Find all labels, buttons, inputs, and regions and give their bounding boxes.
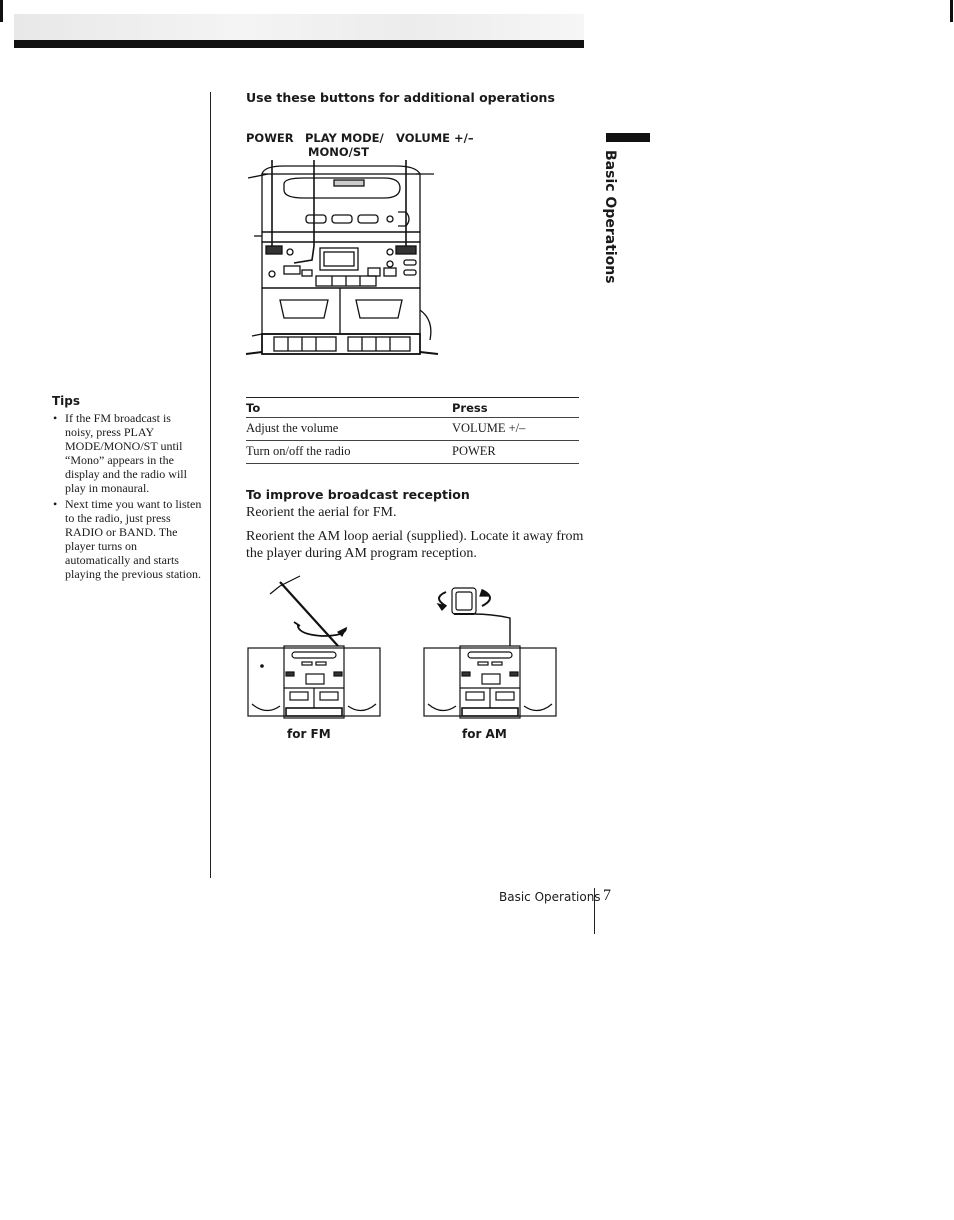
table-cell-action: Adjust the volume xyxy=(246,417,452,441)
header-rule xyxy=(14,40,584,48)
tips-list: If the FM broadcast is noisy, press PLAY… xyxy=(52,411,202,583)
fm-aerial-illustration xyxy=(247,575,381,719)
side-tab-label: Basic Operations xyxy=(596,150,626,284)
table-cell-button: VOLUME +/– xyxy=(452,417,579,441)
improve-fm-text: Reorient the aerial for FM. xyxy=(246,505,397,520)
section-tab-marker xyxy=(606,133,650,142)
stereo-unit-illustration xyxy=(245,160,439,355)
column-divider xyxy=(210,92,211,878)
table-row: Turn on/off the radio POWER xyxy=(246,440,579,464)
fm-caption: for FM xyxy=(287,727,331,741)
table-cell-button: POWER xyxy=(452,440,579,464)
play-mode-label-line1: PLAY MODE/ xyxy=(305,131,384,145)
header-band xyxy=(14,14,584,40)
tip-item: Next time you want to listen to the radi… xyxy=(52,497,202,581)
table-header-row: To Press xyxy=(246,397,579,418)
power-label: POWER xyxy=(246,131,294,145)
page-edge-mark-right xyxy=(950,0,953,22)
footer-rule xyxy=(594,888,595,934)
table-header-press: Press xyxy=(452,397,579,418)
page-number: 7 xyxy=(603,887,611,904)
section-heading: Use these buttons for additional operati… xyxy=(246,90,555,105)
table-row: Adjust the volume VOLUME +/– xyxy=(246,417,579,441)
am-caption: for AM xyxy=(462,727,507,741)
play-mode-label-line2: MONO/ST xyxy=(308,145,369,159)
tips-title: Tips xyxy=(52,394,81,408)
improve-reception-heading: To improve broadcast reception xyxy=(246,487,470,502)
play-mode-label: PLAY MODE/ MONO/ST xyxy=(305,131,384,159)
improve-am-text: Reorient the AM loop aerial (supplied). … xyxy=(246,529,584,561)
tip-item: If the FM broadcast is noisy, press PLAY… xyxy=(52,411,202,495)
table-cell-action: Turn on/off the radio xyxy=(246,440,452,464)
side-tab-text: Basic Operations xyxy=(602,150,618,284)
footer-section-label: Basic Operations xyxy=(499,890,601,904)
page-edge-mark-left xyxy=(0,0,3,22)
am-loop-aerial-illustration xyxy=(423,587,557,719)
volume-label: VOLUME +/– xyxy=(396,131,474,145)
operations-table: To Press Adjust the volume VOLUME +/– Tu… xyxy=(246,397,579,464)
table-header-to: To xyxy=(246,397,452,418)
